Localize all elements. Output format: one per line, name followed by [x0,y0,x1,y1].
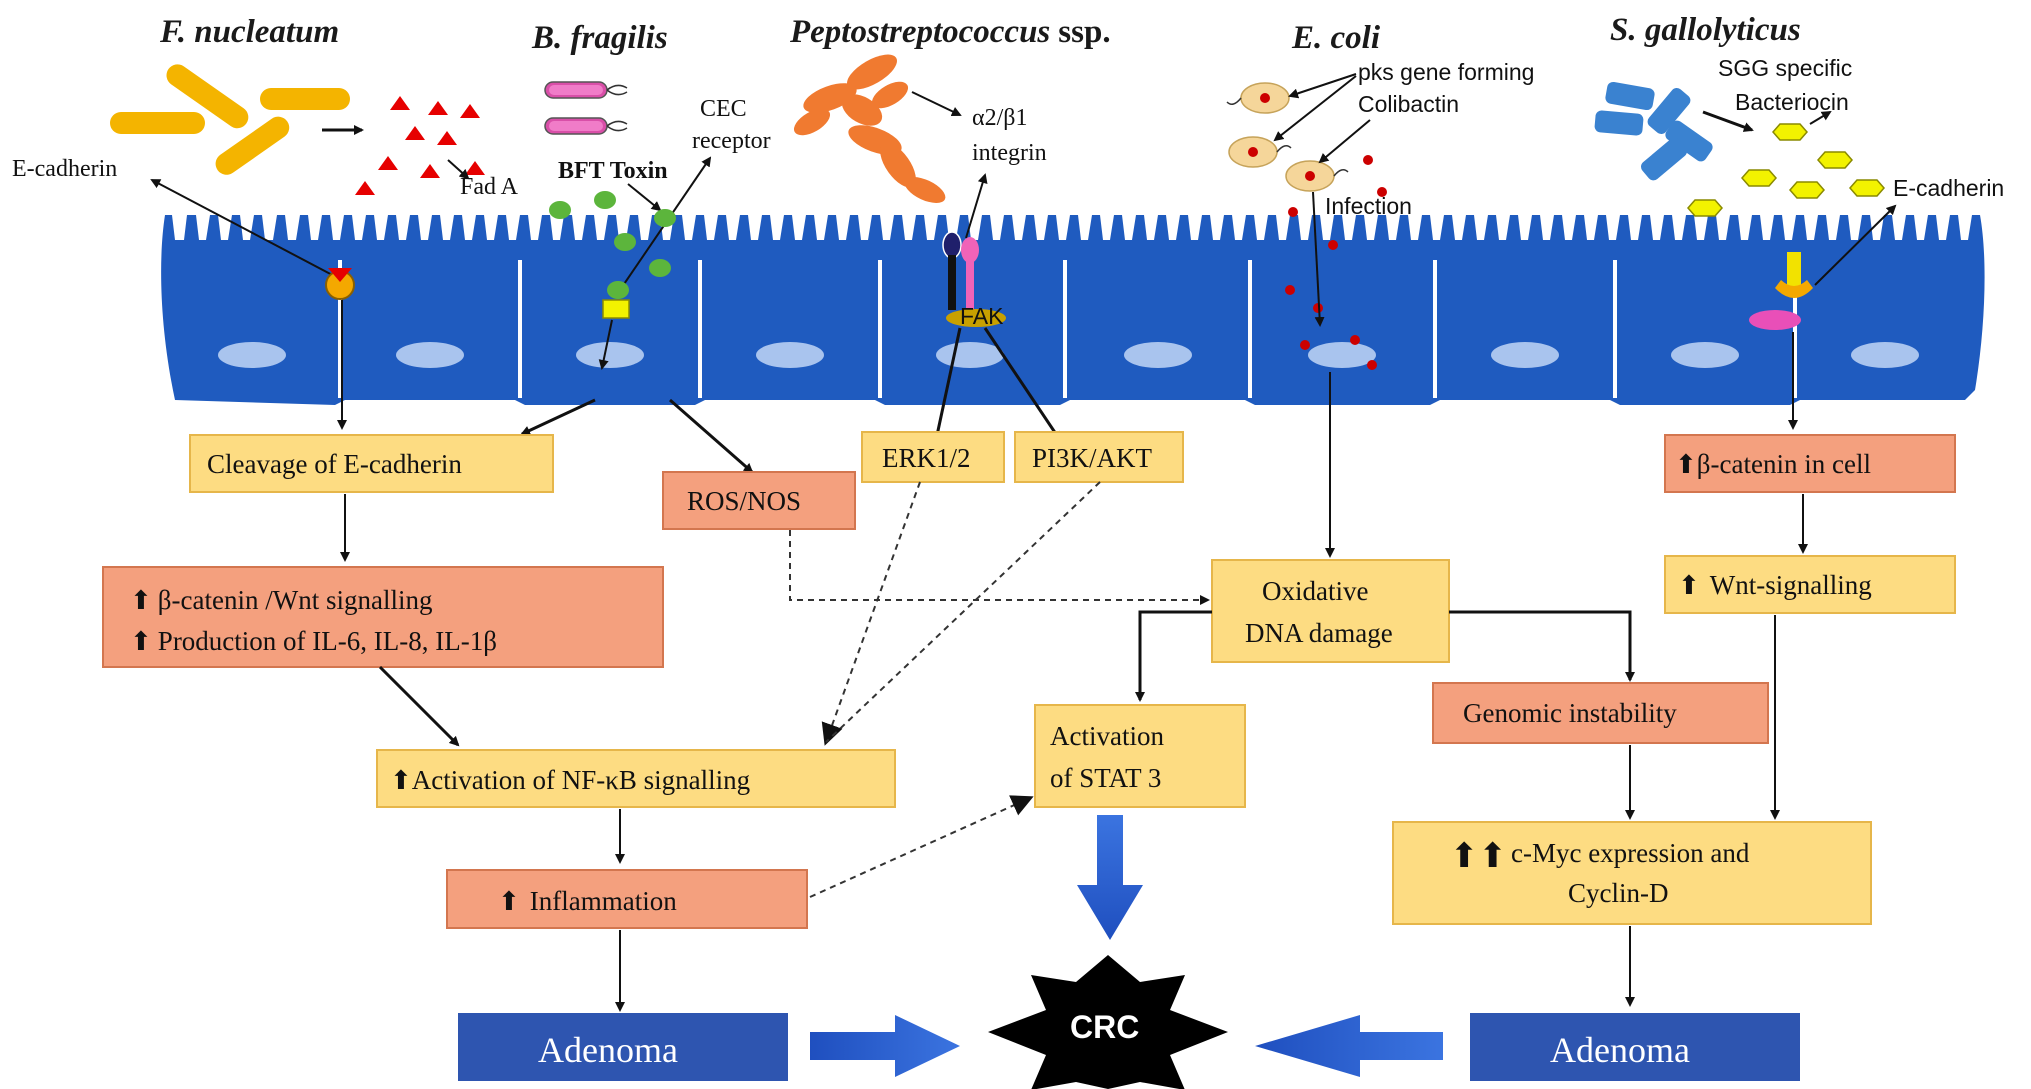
il-production-text: ⬆Production of IL-6, IL-8, IL-1β [130,626,497,657]
cell-nucleus [1851,342,1919,368]
arrow-adenoma-left-to-crc [810,1015,960,1077]
species-b-fragilis: B. fragilis [531,20,668,56]
inflammation-label: Inflammation [530,886,677,916]
cell-nucleus [936,342,1004,368]
fada-triangles-icon [355,96,485,195]
box-erk [861,431,1005,483]
pepto-suffix: ssp. [1058,14,1110,50]
adenoma-right-text: Adenoma [1550,1030,1690,1070]
species-f-nucleatum: F. nucleatum [159,14,339,50]
bft-toxin-dots-icon [549,191,676,299]
oxidative-text-2: DNA damage [1245,618,1393,648]
cell-nucleus [1308,342,1376,368]
cleavage-text: Cleavage of E-cadherin [207,449,462,479]
arrow-adenoma-right-to-crc [1255,1015,1443,1077]
cec-receptor-label-2: receptor [692,128,771,154]
sgg-receptor-icon [1749,252,1813,330]
pks-label-1: pks gene forming [1358,59,1534,85]
adenoma-left-text: Adenoma [538,1030,678,1070]
cell-nucleus [396,342,464,368]
cmyc-text-2: Cyclin-D [1568,878,1669,908]
bcat-cell-label: β-catenin in cell [1697,449,1871,479]
crc-star-icon [988,955,1228,1089]
oxidative-text-1: Oxidative [1262,576,1368,606]
bacteriocin-hexagons-icon [1687,123,1885,217]
sgallo-bacteria-icon [1594,81,1713,181]
wnt-right-text: ⬆Wnt-signalling [1678,570,1872,601]
il-production-label: Production of IL-6, IL-8, IL-1β [158,626,497,656]
box-bcatenin-wnt-il [102,566,664,668]
crc-text: CRC [1070,1009,1139,1045]
integrin-label-1: α2/β1 [972,105,1027,131]
box-cleavage-ecadherin [189,434,554,493]
box-activation-stat3 [1034,704,1246,808]
infection-label: Infection [1325,193,1412,219]
box-nfkb-activation [376,749,896,808]
cmyc-text-1: ⬆⬆c-Myc expression and [1450,836,1750,876]
colibactin-dots-icon [1285,207,1377,370]
cell-nucleus [1124,342,1192,368]
pepto-bacteria-icon [793,54,946,203]
epithelial-cell-wall [161,215,1985,405]
sgg-label-1: SGG specific [1718,55,1852,81]
box-adenoma-right [1470,1013,1800,1081]
cell-nucleus [1491,342,1559,368]
inflammation-text: ⬆Inflammation [498,886,677,917]
ecadherin-left-label: E-cadherin [12,156,117,182]
cec-receptor-label-1: CEC [700,96,747,122]
stat3-text-2: of STAT 3 [1050,763,1161,793]
cell-nucleus [1671,342,1739,368]
bcat-wnt-text: ⬆β-catenin /Wnt signalling [130,585,432,616]
cec-receptor-icon [602,299,630,319]
box-cmyc-cyclin [1392,821,1872,925]
sgg-label-2: Bacteriocin [1735,89,1849,115]
pks-label-2: Colibactin [1358,91,1459,117]
box-bcatenin-cell [1664,434,1956,493]
genomic-text: Genomic instability [1463,698,1677,728]
nfkb-text: ⬆Activation of NF-κB signalling [390,765,750,796]
cmyc-label-1: c-Myc expression and [1511,838,1750,868]
cell-nucleus [218,342,286,368]
fak-icon [946,309,1006,327]
cell-nucleus [756,342,824,368]
species-s-gallolyticus: S. gallolyticus [1610,12,1801,48]
nfkb-label: Activation of NF-κB signalling [412,765,750,795]
bcat-wnt-label: β-catenin /Wnt signalling [158,585,433,615]
box-ros-nos [662,471,856,530]
erk-text: ERK1/2 [882,443,971,473]
ecadherin-right-label: E-cadherin [1893,175,2004,201]
integrin-receptor-icon: FAK [942,231,1006,329]
box-genomic-instability [1432,682,1769,744]
integrin-label-2: integrin [972,140,1047,166]
ecadherin-receptor-icon [325,268,355,300]
pi3k-text: PI3K/AKT [1032,443,1153,473]
arrow-stat3-to-crc [1077,815,1143,940]
bfragilis-bacteria-icon [544,81,628,135]
cell-nucleus [576,342,644,368]
box-inflammation [446,869,808,929]
box-adenoma-left [458,1013,788,1081]
ecoli-bacteria-icon [1226,82,1349,192]
bcat-cell-text: ⬆β-catenin in cell [1675,449,1871,480]
fak-label: FAK [960,303,1004,329]
stat3-text-1: Activation [1050,721,1164,751]
epithelium-layer [161,215,1985,405]
fnucleatum-bacteria-icon [110,64,350,175]
fada-label: Fad A [460,174,519,200]
bft-toxin-label: BFT Toxin [558,158,668,184]
pepto-genus: Peptostreptococcus [789,14,1050,50]
box-wnt-right [1664,555,1956,614]
box-oxidative-dna-damage [1211,559,1450,663]
wnt-right-label: Wnt-signalling [1710,570,1872,600]
box-pi3k [1014,431,1184,483]
species-e-coli: E. coli [1291,20,1381,56]
ros-text: ROS/NOS [687,486,801,516]
